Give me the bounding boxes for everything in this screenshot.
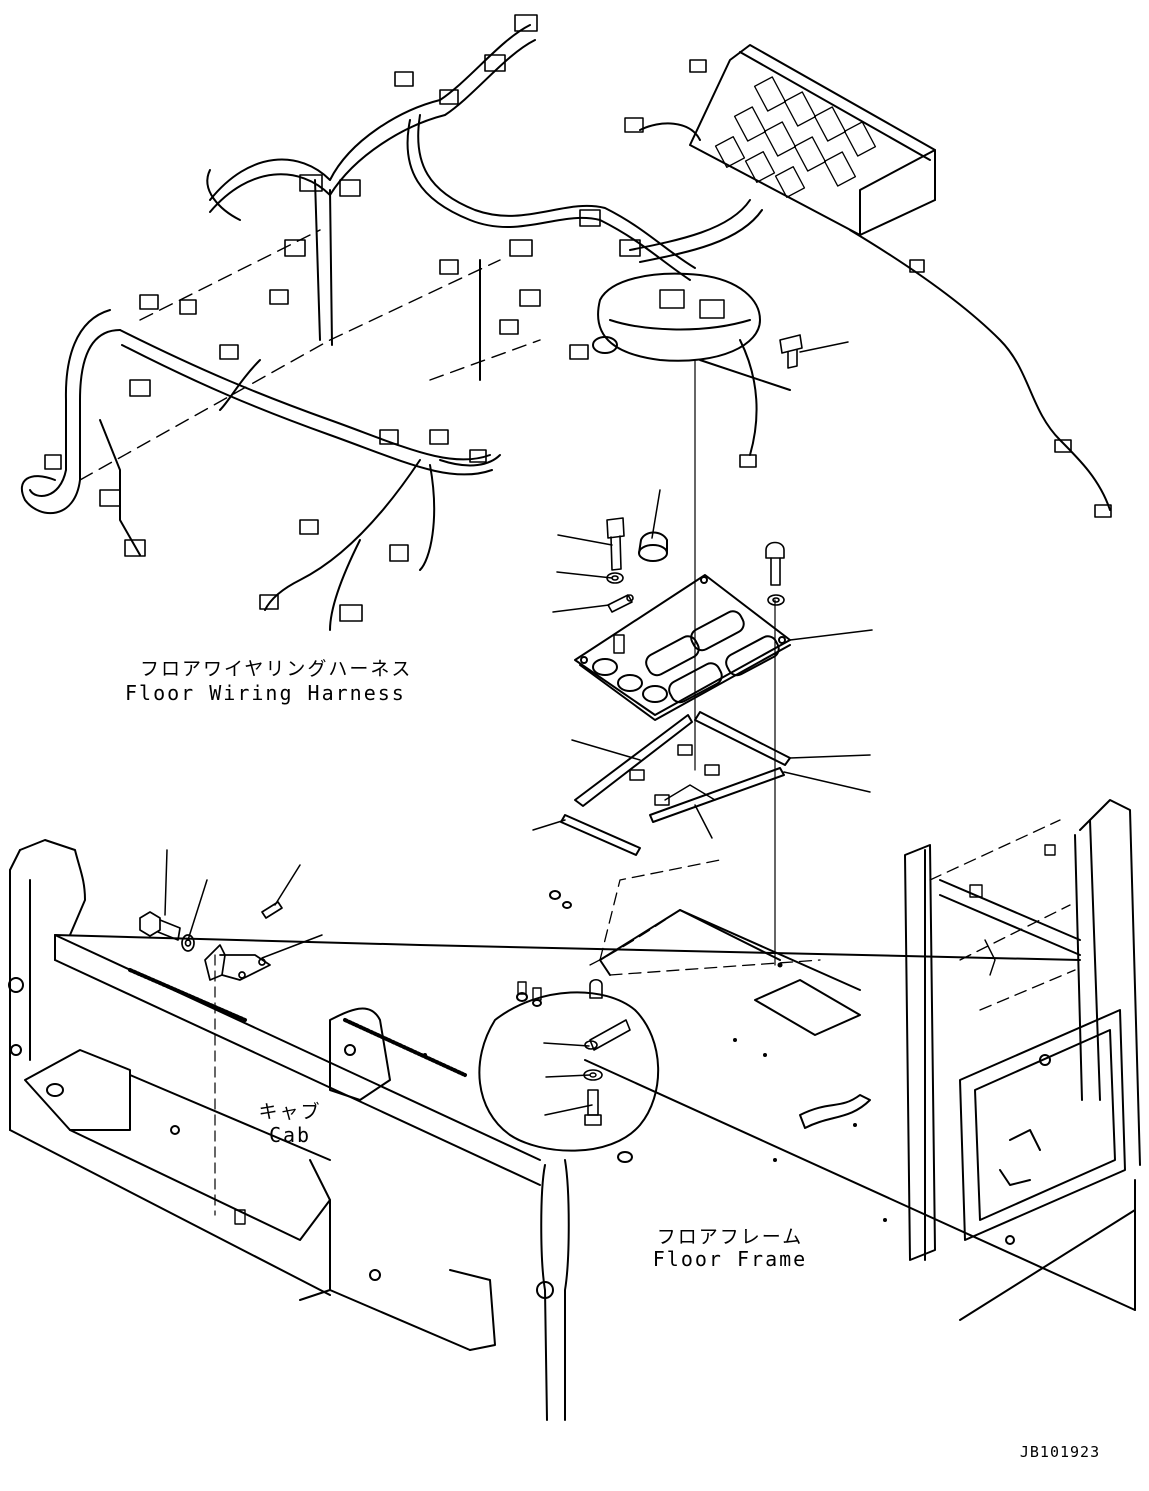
hardware-cab-left xyxy=(139,901,283,981)
frame-label-en: Floor Frame xyxy=(652,1247,808,1271)
cab-label-en: Cab xyxy=(268,1123,312,1147)
cab-label-jp: キャブ xyxy=(258,1101,322,1123)
leader-lines xyxy=(164,341,873,1116)
harness-label-en: Floor Wiring Harness xyxy=(125,681,406,705)
assembly-guide-lines xyxy=(214,359,776,1216)
detail-view-ground xyxy=(478,991,660,1152)
hardware-right xyxy=(765,541,785,606)
gasket-set xyxy=(560,711,791,856)
floor-wiring-harness xyxy=(20,14,1112,631)
fuse-box-assembly xyxy=(624,44,936,236)
bolt-upper-right xyxy=(779,334,803,369)
drawing-code: JB101923 xyxy=(1019,1443,1101,1461)
cab-frame xyxy=(8,799,1141,1421)
hardware-left xyxy=(606,517,634,613)
cover-plate xyxy=(574,574,791,721)
harness-label-jp: フロアワイヤリングハーネス xyxy=(140,658,413,680)
frame-label-jp: フロアフレーム xyxy=(656,1226,804,1248)
plug-cap xyxy=(638,531,668,562)
harness-junction-block xyxy=(592,272,791,456)
